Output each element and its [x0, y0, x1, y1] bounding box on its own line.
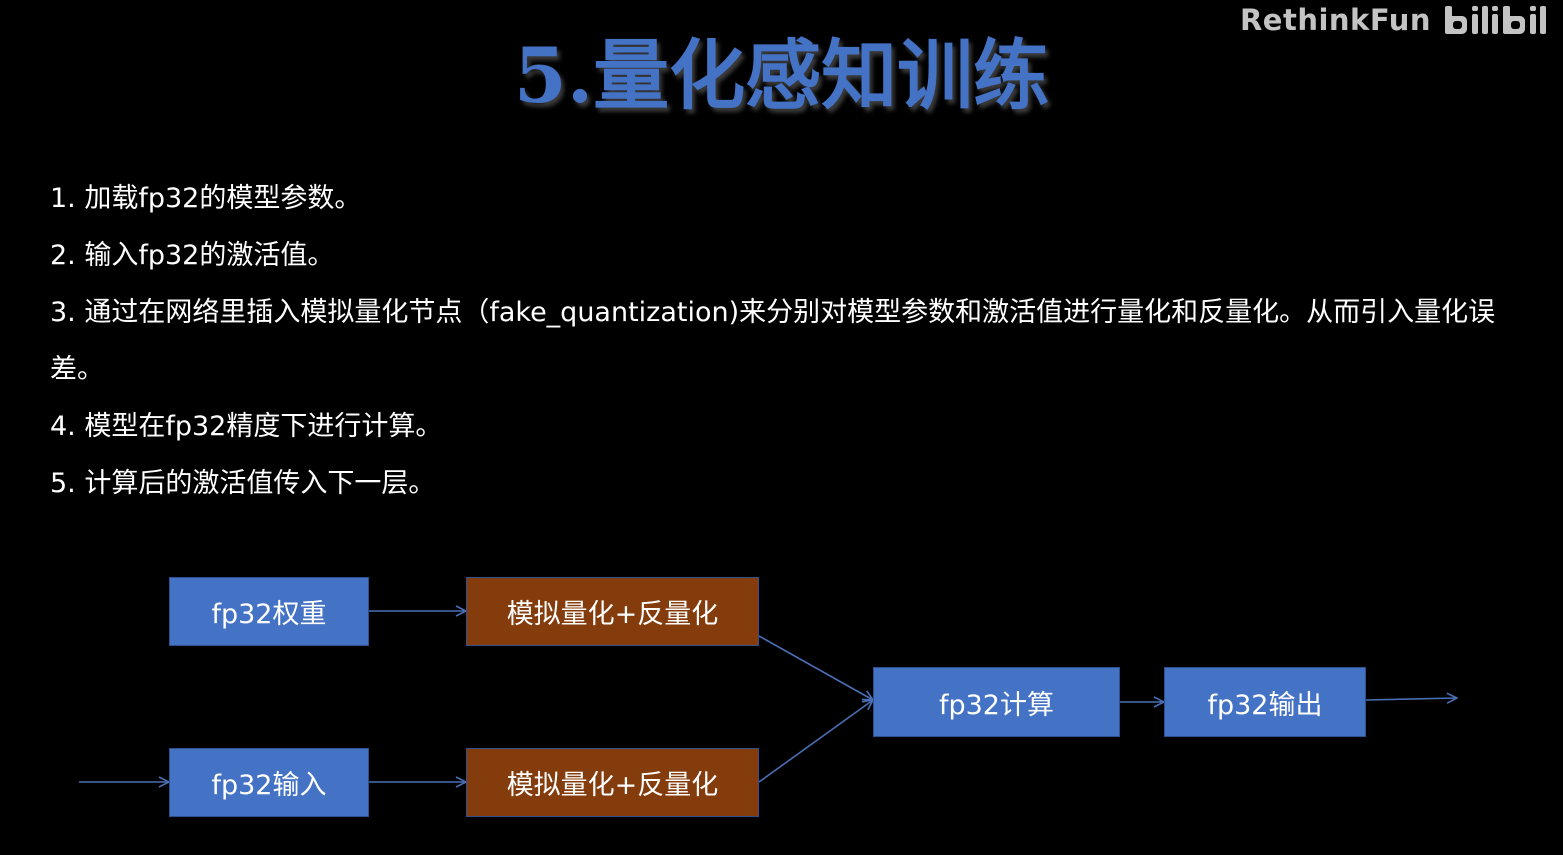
node-fp32-output: fp32输出 — [1164, 667, 1366, 737]
arrow-fakequant-bottom-to-compute — [758, 700, 873, 783]
node-fp32-weight: fp32权重 — [169, 577, 369, 646]
watermark: RethinkFun — [1240, 0, 1563, 40]
slide-title: 5.量化感知训练 — [513, 31, 1050, 120]
step-item: 3. 通过在网络里插入模拟量化节点（fake_quantization)来分别对… — [50, 297, 1496, 385]
arrow-fakequant-top-to-compute — [758, 635, 873, 700]
node-fake-quant-weight: 模拟量化+反量化 — [466, 577, 759, 646]
step-item: 2. 输入fp32的激活值。 — [50, 240, 335, 271]
step-item: 5. 计算后的激活值传入下一层。 — [50, 468, 436, 499]
steps-list: 1. 加载fp32的模型参数。 2. 输入fp32的激活值。 3. 通过在网络里… — [50, 170, 1520, 512]
bilibili-logo-icon — [1445, 6, 1546, 34]
node-fake-quant-input: 模拟量化+反量化 — [466, 748, 759, 817]
arrow-output-to-next — [1365, 698, 1457, 700]
channel-name: RethinkFun — [1239, 3, 1431, 37]
step-item: 4. 模型在fp32精度下进行计算。 — [50, 411, 443, 442]
step-item: 1. 加载fp32的模型参数。 — [50, 183, 362, 214]
node-fp32-input: fp32输入 — [169, 748, 369, 817]
node-fp32-compute: fp32计算 — [873, 667, 1120, 737]
